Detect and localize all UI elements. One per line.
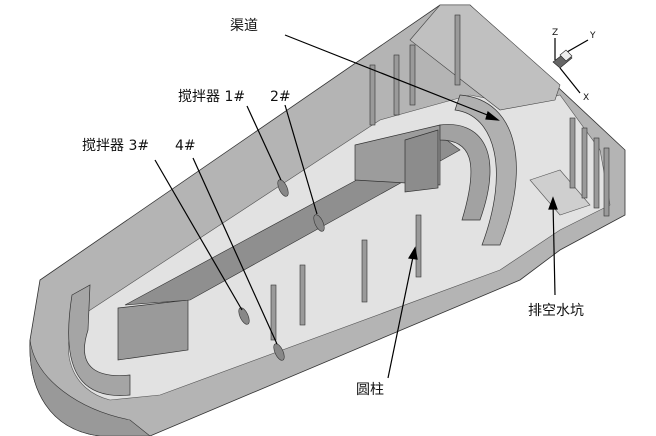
axis-z-label: Z [552, 28, 559, 38]
axis-x-label: X [583, 93, 590, 103]
channel-wall-2 [404, 129, 439, 193]
column-label: 圆柱 [356, 382, 384, 398]
channel-label: 渠道 [230, 18, 258, 34]
right-chamber [409, 4, 561, 111]
drain-pit-label: 排空水坑 [528, 303, 584, 319]
stirrer-1-label: 搅拌器 1# [178, 89, 246, 105]
channel-curve-outer [454, 94, 517, 246]
tank-front-face [29, 339, 151, 436]
axis-triad [552, 38, 589, 94]
channel-baffle [117, 299, 189, 361]
stirrer-3-label: 搅拌器 3# [82, 138, 150, 154]
drain-pit [529, 169, 591, 216]
stirrers [238, 179, 325, 361]
channel-end-curve [68, 284, 131, 396]
leader-lines [154, 34, 558, 379]
axis-y-label: Y [590, 31, 596, 41]
stirrer-4-label: 4# [175, 138, 196, 154]
channel-curve [439, 124, 491, 221]
stirrer-2-label: 2# [270, 89, 291, 105]
columns [270, 14, 610, 341]
